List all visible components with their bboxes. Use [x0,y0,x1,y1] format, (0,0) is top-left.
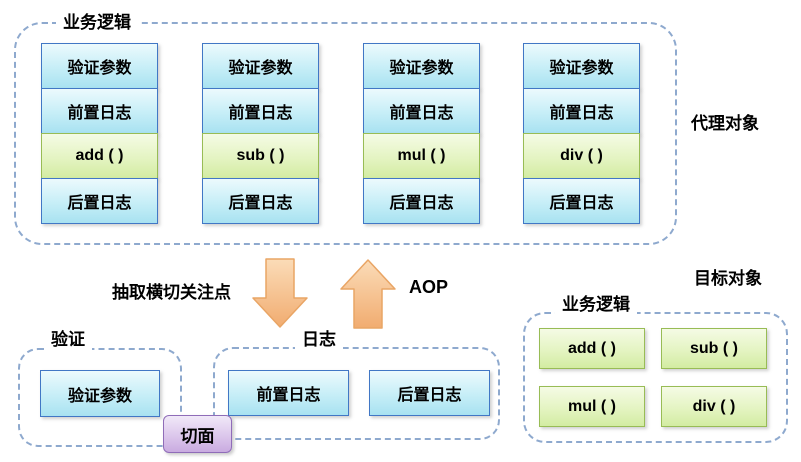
up-arrow-icon [340,259,396,329]
log-group: 日志 前置日志 后置日志 [213,330,500,440]
proxy-object-caption: 代理对象 [691,114,759,133]
cell-fn-sub: sub ( ) [661,328,767,369]
cell-post-log: 后置日志 [369,370,490,416]
target-object-caption: 目标对象 [694,269,762,288]
log-group-label: 日志 [295,330,343,350]
aop-label: AOP [409,277,449,297]
cell-fn-add: add ( ) [539,328,645,369]
proxy-column-add: 验证参数 前置日志 add ( ) 后置日志 [41,43,158,224]
down-arrow-icon [252,258,308,328]
proxy-column-mul: 验证参数 前置日志 mul ( ) 后置日志 [363,43,480,224]
cell-post-log: 后置日志 [202,178,319,224]
extract-concerns-label: 抽取横切关注点 [112,283,231,302]
target-group-label: 业务逻辑 [555,295,637,315]
cell-validate-params: 验证参数 [363,43,480,89]
cell-post-log: 后置日志 [523,178,640,224]
cell-validate-params: 验证参数 [41,43,158,89]
proxy-column-sub: 验证参数 前置日志 sub ( ) 后置日志 [202,43,319,224]
cell-pre-log: 前置日志 [41,88,158,134]
validation-group-label: 验证 [44,330,92,350]
cell-fn-div: div ( ) [523,133,640,179]
aspect-badge: 切面 [163,415,232,453]
cell-fn-mul: mul ( ) [363,133,480,179]
cell-fn-div: div ( ) [661,386,767,427]
proxy-group: 业务逻辑 [14,13,677,245]
cell-pre-log: 前置日志 [228,370,349,416]
cell-pre-log: 前置日志 [523,88,640,134]
cell-validate-params: 验证参数 [523,43,640,89]
cell-post-log: 后置日志 [363,178,480,224]
proxy-group-label: 业务逻辑 [56,13,138,33]
cell-pre-log: 前置日志 [363,88,480,134]
cell-post-log: 后置日志 [41,178,158,224]
cell-fn-add: add ( ) [41,133,158,179]
validation-group: 验证 验证参数 [18,330,182,447]
proxy-column-div: 验证参数 前置日志 div ( ) 后置日志 [523,43,640,224]
cell-validate-params: 验证参数 [40,370,160,417]
cell-fn-sub: sub ( ) [202,133,319,179]
cell-fn-mul: mul ( ) [539,386,645,427]
cell-validate-params: 验证参数 [202,43,319,89]
target-group: 业务逻辑 add ( ) sub ( ) mul ( ) div ( ) [523,295,788,443]
cell-pre-log: 前置日志 [202,88,319,134]
